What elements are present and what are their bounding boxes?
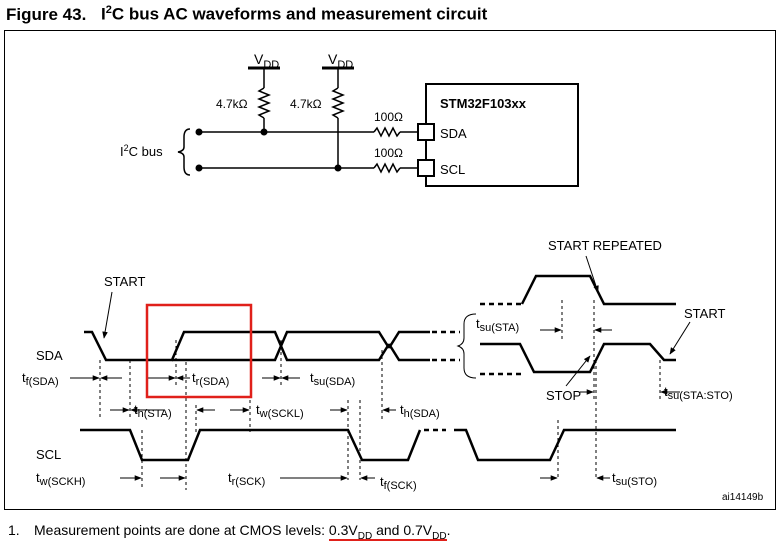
scl-pin: [417, 159, 435, 177]
tr-sck-label: tr(SCK): [228, 470, 265, 488]
scl-waveform: [80, 428, 676, 462]
tf-sck-label: tf(SCK): [380, 474, 417, 492]
level-high-sub: DD: [432, 530, 447, 542]
footnote: 1. Measurement points are done at CMOS le…: [8, 522, 450, 542]
level-low-sub: DD: [357, 530, 373, 542]
start-repeated-label: START REPEATED: [548, 238, 662, 253]
pullup-resistor-scl: [330, 87, 346, 119]
bus-brace: [177, 128, 191, 176]
series-value-scl: 100Ω: [374, 146, 403, 160]
footnote-and: and: [372, 522, 404, 538]
figure-frame: [4, 30, 776, 510]
timing-guides: [99, 300, 661, 490]
tsu-sta-label: tsu(STA): [476, 316, 519, 334]
cmos-levels-highlight: 0.3VDD and 0.7VDD: [328, 522, 447, 542]
sda-label: SDA: [36, 348, 63, 363]
footnote-number: 1.: [8, 522, 20, 538]
sda-waveform: [84, 274, 676, 376]
circuit-dots: [195, 128, 342, 172]
tsu-sta-sto-label: tsu(STA:STO): [664, 384, 733, 402]
tf-sda-label: tf(SDA): [22, 370, 59, 388]
vdd-label-1: VDD: [254, 51, 279, 71]
scl-label: SCL: [36, 447, 61, 462]
figure-number: Figure 43.: [6, 4, 87, 24]
series-resistor-sda: [373, 126, 401, 138]
tw-sckh-label: tw(SCKH): [36, 470, 85, 488]
title-prefix: I: [101, 4, 106, 24]
stop-label: STOP: [546, 388, 581, 403]
series-value-sda: 100Ω: [374, 110, 403, 124]
chip-name: STM32F103xx: [440, 96, 527, 111]
level-high-value: 0.7V: [403, 522, 433, 538]
measurement-circuit: [177, 66, 579, 187]
highlight-box: [145, 303, 253, 399]
tw-sckl-label: tw(SCKL): [256, 402, 304, 420]
start-label: START: [104, 274, 145, 289]
vdd-label-2: VDD: [328, 51, 353, 71]
chip-pin-scl: SCL: [440, 162, 465, 177]
pullup-value-2: 4.7kΩ: [290, 97, 322, 111]
reference-code: ai14149b: [722, 492, 764, 503]
pullup-value-1: 4.7kΩ: [216, 97, 248, 111]
tsu-sto-label: tsu(STO): [612, 470, 657, 488]
sda-pin: [417, 123, 435, 141]
th-sda-label: th(SDA): [400, 402, 440, 420]
start-right-label: START: [684, 306, 725, 321]
timing-arrows: [70, 255, 691, 481]
level-low-value: 0.3V: [328, 522, 358, 538]
tsu-sda-label: tsu(SDA): [310, 370, 355, 388]
footnote-end: .: [446, 522, 451, 538]
series-resistor-scl: [373, 162, 401, 174]
title-superscript: 2: [105, 4, 112, 16]
chip-pin-sda: SDA: [440, 126, 467, 141]
th-sta-label: th(STA): [134, 402, 172, 420]
tr-sda-label: tr(SDA): [192, 370, 229, 388]
footnote-text: Measurement points are done at CMOS leve…: [34, 522, 329, 538]
pullup-resistor-sda: [256, 87, 272, 119]
title-text: C bus AC waveforms and measurement circu…: [111, 4, 488, 24]
i2c-bus-label: I2C bus: [120, 143, 163, 159]
figure-title: Figure 43. I2C bus AC waveforms and measu…: [6, 4, 487, 25]
